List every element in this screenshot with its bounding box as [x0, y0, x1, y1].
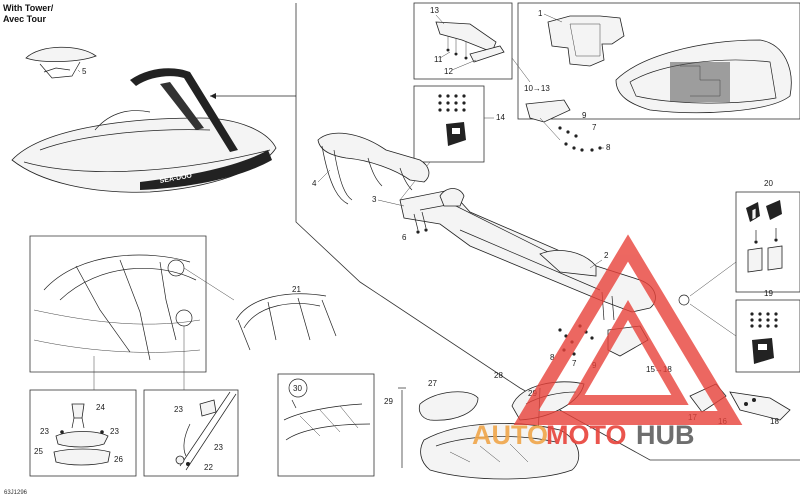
- callout-23b: 23: [110, 427, 119, 436]
- callout-19: 19: [764, 289, 773, 298]
- box-1: [517, 2, 800, 120]
- parts-30: 30: [283, 378, 371, 441]
- callout-1: 1: [538, 9, 543, 18]
- callout-7a: 7: [592, 123, 597, 132]
- box-22-23: [143, 389, 239, 477]
- callout-18: 18: [770, 417, 779, 426]
- callout-10-13: 10→13: [524, 84, 550, 93]
- callout-6: 6: [402, 233, 407, 242]
- parts-19: 19: [750, 289, 778, 364]
- parts-20: 20: [746, 179, 783, 273]
- box-20: [735, 191, 800, 293]
- watermark-text-hub: HUB: [636, 420, 695, 450]
- parts-23-26: 24 23 23 25 26: [34, 403, 123, 466]
- watermark-logo: [513, 234, 743, 425]
- callout-8b: 8: [550, 353, 555, 362]
- callout-27: 27: [428, 379, 437, 388]
- callout-23a: 23: [40, 427, 49, 436]
- header-title-line1: With Tower/: [3, 3, 54, 13]
- box-23-26: [29, 389, 137, 477]
- callout-22: 22: [204, 463, 213, 472]
- detail-frames: [29, 2, 800, 477]
- parts-22-23: 23 23 22: [174, 391, 237, 472]
- callout-8a: 8: [606, 143, 611, 152]
- callout-11: 11: [434, 55, 443, 64]
- callout-26: 26: [114, 455, 123, 464]
- callout-20: 20: [764, 179, 773, 188]
- parts-10-13-bracket: 10→13 9 7 8: [524, 84, 611, 152]
- callout-24: 24: [96, 403, 105, 412]
- callout-23d: 23: [214, 443, 223, 452]
- watermark-text-auto: AUTO: [472, 420, 548, 450]
- hull-top-view: [615, 39, 792, 114]
- callout-30: 30: [293, 384, 302, 393]
- callout-25: 25: [34, 447, 43, 456]
- callout-21: 21: [292, 285, 301, 294]
- parts-14: 14: [438, 94, 505, 146]
- callout-28: 28: [494, 371, 503, 380]
- callout-9a: 9: [582, 111, 587, 120]
- callout-2: 2: [604, 251, 609, 260]
- header-title-line2: Avec Tour: [3, 14, 47, 24]
- boat-with-tower: SEA-DOO: [11, 68, 277, 193]
- box-30: [277, 373, 375, 477]
- box-14: [413, 85, 485, 163]
- callout-14: 14: [496, 113, 505, 122]
- callout-13: 13: [430, 6, 439, 15]
- callout-29a: 29: [384, 397, 393, 406]
- part-6-bolts: 6: [402, 211, 428, 242]
- callout-23c: 23: [174, 405, 183, 414]
- watermark-text-moto: MOTO: [546, 420, 627, 450]
- parts-11-13: 13 11 12: [430, 6, 505, 76]
- callout-12: 12: [444, 67, 453, 76]
- callout-3: 3: [372, 195, 377, 204]
- callout-4: 4: [312, 179, 317, 188]
- tower-front-frame-4: 4: [312, 132, 430, 205]
- box-19: [735, 299, 800, 373]
- callout-7b: 7: [572, 359, 577, 368]
- callout-5: 5: [82, 67, 87, 76]
- tower-main-arm-2: 2 3: [372, 188, 656, 313]
- part-5-top: 5: [25, 46, 97, 79]
- box-21: [29, 235, 207, 373]
- part-1-mat: 1: [538, 9, 625, 67]
- part-21-bimini-frame: 21: [33, 254, 337, 390]
- box-11-13: [413, 2, 513, 80]
- footer-code: 63J1296: [4, 490, 28, 496]
- boat-rear-view: [420, 423, 580, 480]
